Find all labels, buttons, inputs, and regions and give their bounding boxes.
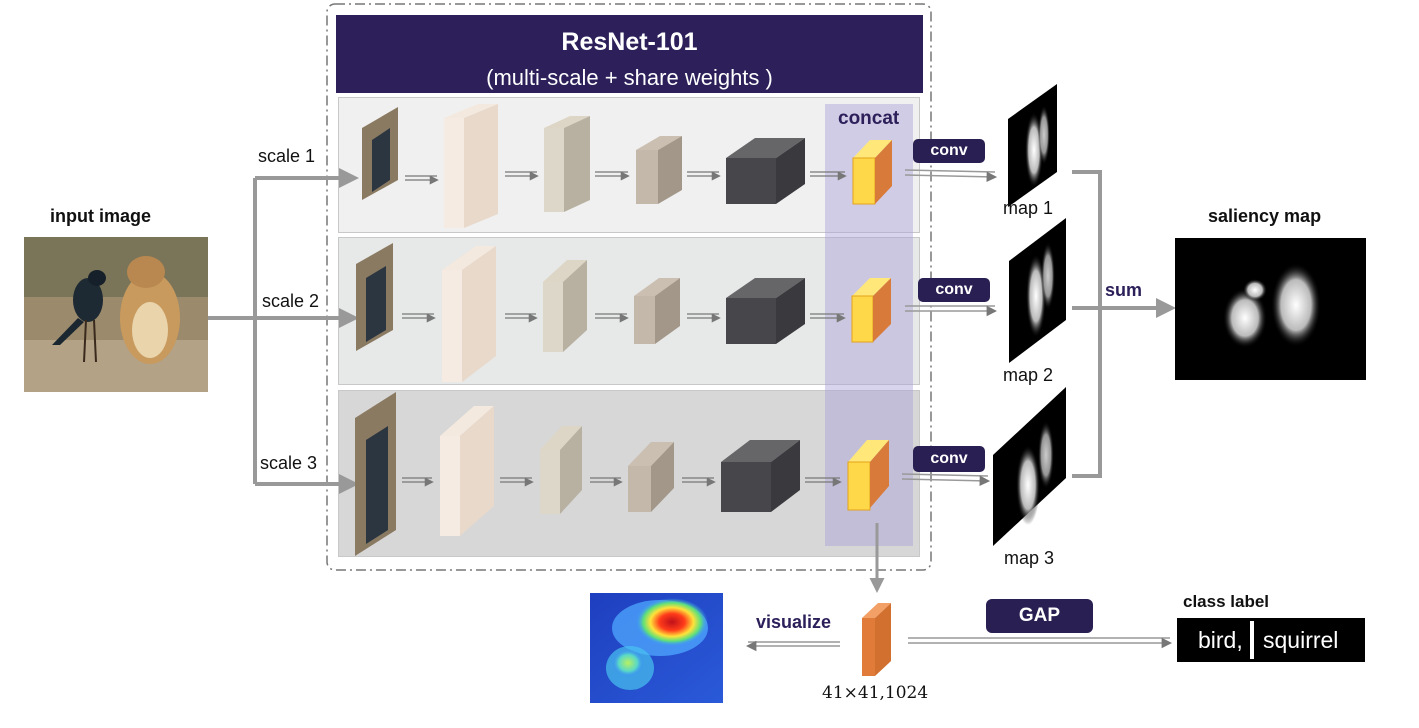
map3-image [993,387,1066,546]
map3-label: map 3 [1004,548,1055,568]
gap-arrow [908,637,1173,649]
scale1-label: scale 1 [258,146,316,166]
feature-41x41-block [862,603,891,676]
resnet-title: ResNet-101 [561,28,698,56]
map1-image [1008,84,1057,207]
visualize-arrow [745,640,840,652]
scale3-blocks [440,406,889,536]
concat-label: concat [838,108,900,129]
scale3-thumbnail [355,392,396,556]
sum-label: sum [1105,280,1143,300]
class-label-separator [1250,621,1254,659]
row-inner-arrows [402,171,847,487]
feature-size-label: 41×41,1024 [822,683,929,703]
scale1-thumbnail [362,107,398,200]
heatmap-image [590,593,723,703]
conv-badge-1: conv [913,139,985,163]
map2-image [1009,218,1066,363]
scale-branch-arrows [208,168,359,494]
class-label-bird: bird, [1198,627,1243,653]
map1-label: map 1 [1003,198,1054,218]
scale2-row [338,237,920,385]
scale2-thumbnail [356,243,393,351]
map2-label: map 2 [1003,365,1054,385]
conv-badge-2: conv [918,278,990,302]
scale3-label: scale 3 [260,453,318,473]
class-label-squirrel: squirrel [1263,627,1339,653]
resnet-subtitle: (multi-scale + share weights ) [486,65,773,90]
saliency-map-image [1175,238,1366,380]
scale1-row [338,97,920,233]
class-label-title: class label [1183,592,1270,611]
scale2-label: scale 2 [262,291,320,311]
scale2-blocks [442,246,891,382]
resnet-header: ResNet-101 (multi-scale + share weights … [336,15,923,93]
input-image-label: input image [50,206,152,226]
input-image [24,237,208,392]
sum-bracket [1072,170,1176,478]
class-label-box: bird, squirrel [1177,618,1365,662]
scale1-blocks [444,104,892,228]
saliency-map-label: saliency map [1208,206,1322,226]
visualize-label: visualize [756,612,832,632]
conv-arrows [901,169,998,487]
conv-badge-3: conv [913,446,985,472]
gap-badge: GAP [986,599,1093,633]
